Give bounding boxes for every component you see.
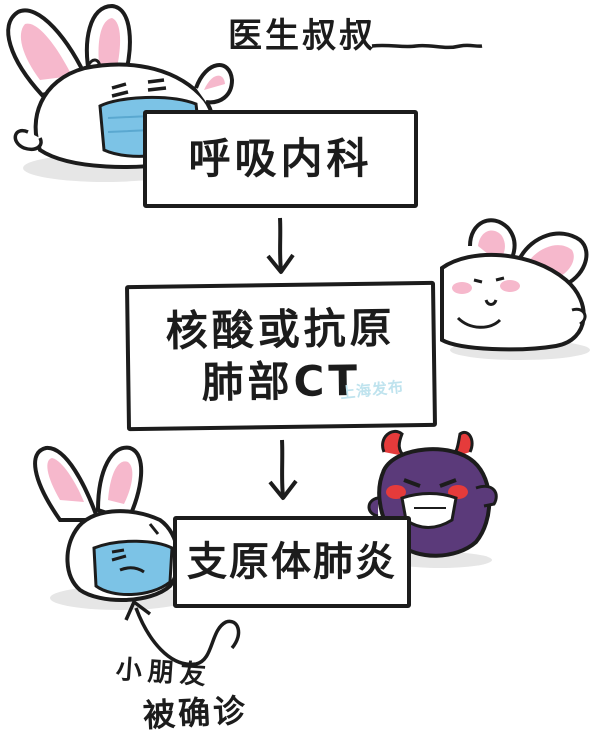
step-text: 呼吸内科 [188,133,373,183]
step-box-tests: 核酸或抗原 肺部CT [124,280,438,432]
arrow-down-icon [266,217,295,274]
step-text-line1: 核酸或抗原 [165,302,396,356]
arrow-down-icon [268,439,298,500]
squiggle-line [371,43,483,50]
step-box-diagnosis: 支原体肺炎 [173,516,411,608]
note-line-2: 被确诊 [142,691,250,735]
resting-bunny-icon [440,218,590,360]
doctor-label: 医生叔叔 [228,16,376,56]
sick-bunny-icon [33,445,190,610]
step-box-department: 呼吸内科 [143,110,418,208]
step-text-line2: 肺部CT [201,355,362,408]
curved-arrow-icon [124,600,241,667]
step-text: 支原体肺炎 [187,539,397,585]
note-line-1: 小朋友 [114,654,213,692]
